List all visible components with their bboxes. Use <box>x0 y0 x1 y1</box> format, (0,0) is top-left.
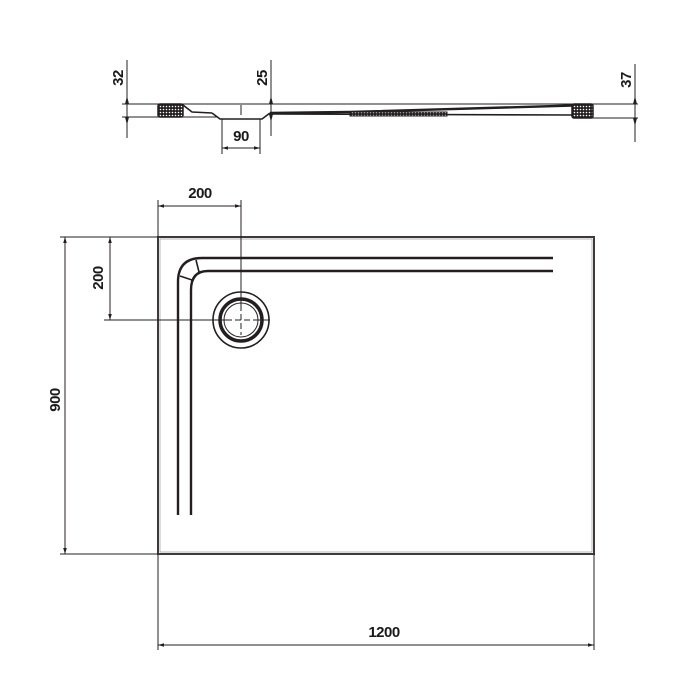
channel-inner <box>189 269 553 515</box>
top-view: 200 200 900 1200 <box>47 185 595 650</box>
dim-height: 900 <box>47 388 64 412</box>
dim-right-height: 37 <box>618 72 635 88</box>
dim-drain-height: 25 <box>254 70 271 86</box>
right-foot-block <box>571 103 594 119</box>
channel-corner-seam-b <box>195 259 200 273</box>
tray-outline-inner <box>159 238 593 553</box>
dim-drain-width: 90 <box>233 128 249 145</box>
left-slope <box>182 104 213 114</box>
tray-outline <box>157 236 595 555</box>
dim-left-height: 32 <box>110 70 127 86</box>
channel-strip <box>349 111 448 117</box>
dim-drain-offset-x: 200 <box>188 185 212 202</box>
side-view: 32 25 90 37 <box>110 60 638 154</box>
channel-corner-seam-a <box>179 275 193 281</box>
left-foot-block <box>157 103 184 118</box>
dim-drain-offset-y: 200 <box>90 266 107 290</box>
dim-width: 1200 <box>368 624 400 641</box>
channel-outer <box>176 256 553 515</box>
drain-profile <box>211 112 271 120</box>
